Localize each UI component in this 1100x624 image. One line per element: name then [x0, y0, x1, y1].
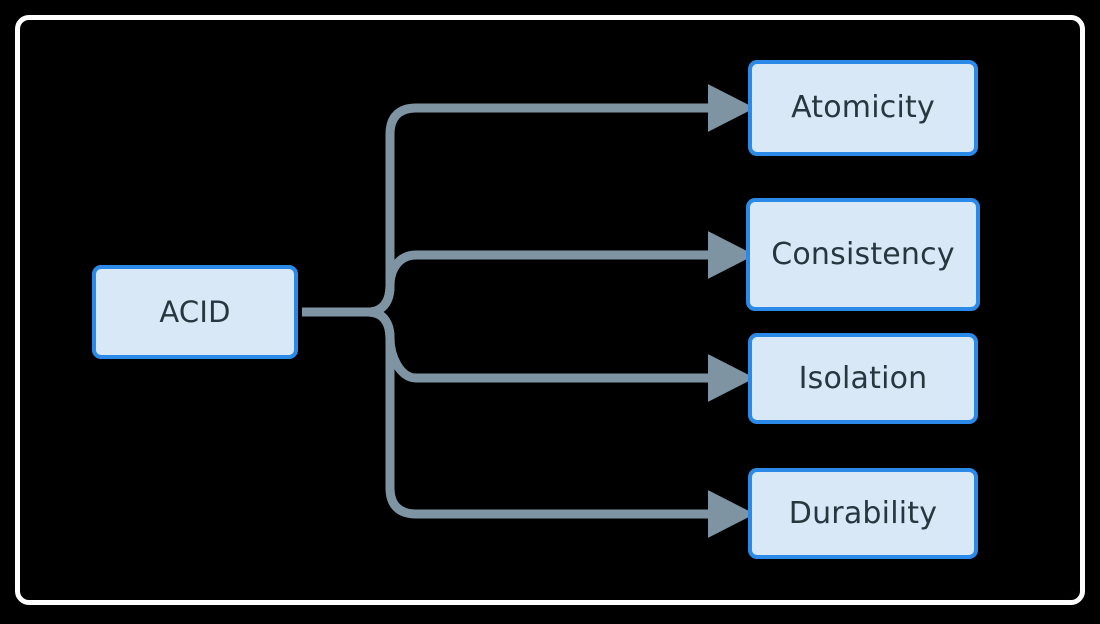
edge-acid-to-durability — [367, 307, 755, 538]
node-isolation[interactable]: Isolation — [748, 333, 978, 424]
node-consistency-label: Consistency — [771, 236, 955, 272]
node-acid-label: ACID — [159, 294, 231, 329]
node-atomicity-label: Atomicity — [791, 90, 935, 125]
edge-acid-to-isolation — [367, 307, 755, 402]
node-durability[interactable]: Durability — [748, 468, 978, 559]
node-isolation-label: Isolation — [798, 360, 928, 396]
edge-acid-to-atomicity — [367, 84, 755, 317]
node-consistency[interactable]: Consistency — [746, 198, 980, 311]
node-durability-label: Durability — [788, 495, 938, 531]
node-acid[interactable]: ACID — [92, 265, 298, 359]
node-atomicity[interactable]: Atomicity — [748, 60, 978, 156]
edge-acid-to-consistency — [367, 231, 755, 317]
